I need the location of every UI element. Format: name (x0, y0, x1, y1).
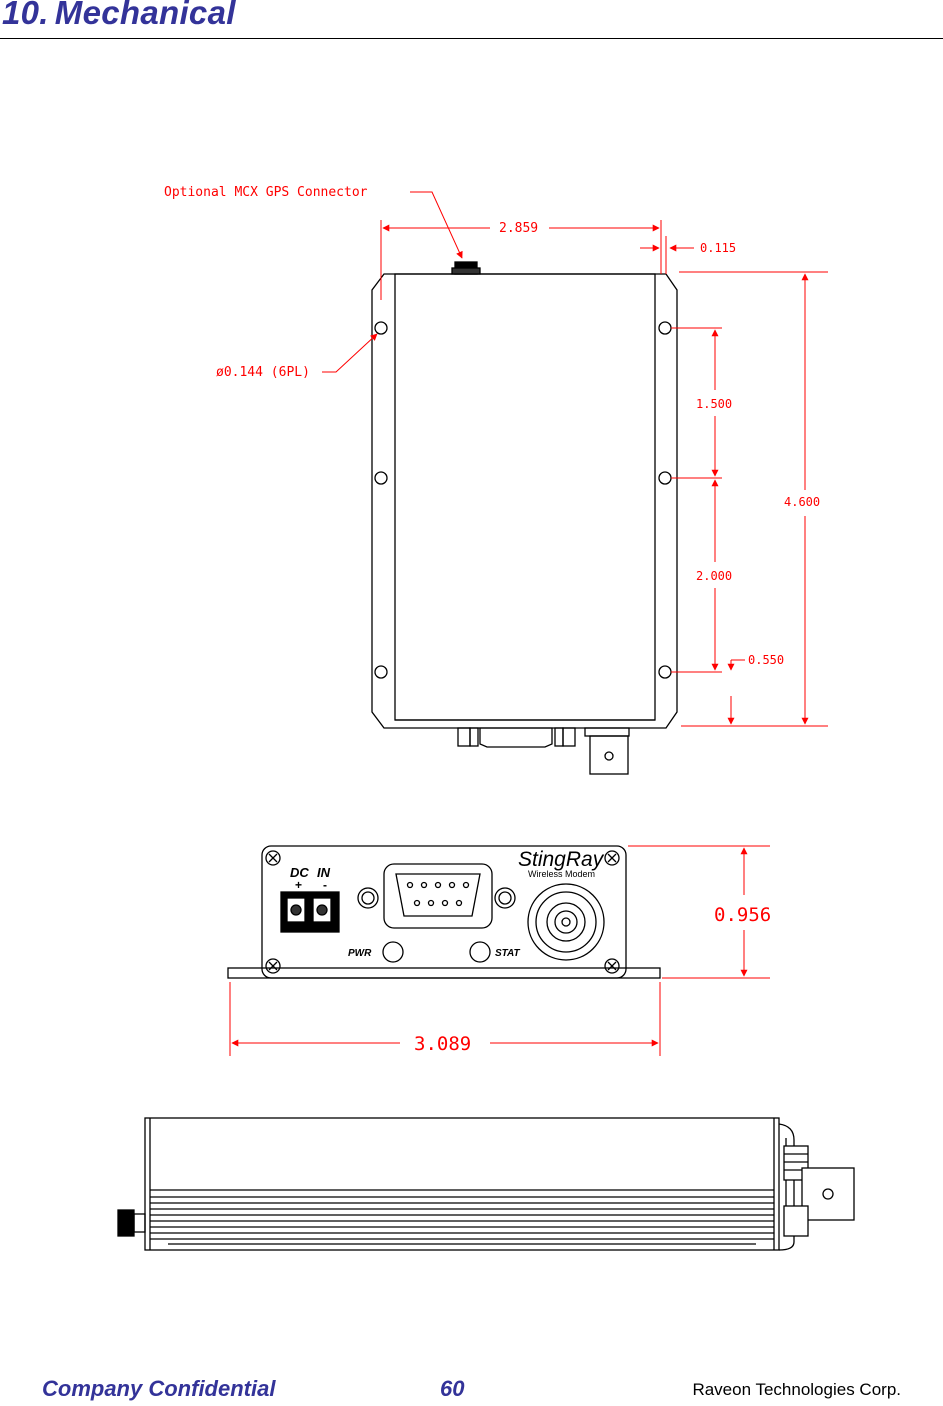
gps-connector-label: Optional MCX GPS Connector (164, 185, 368, 200)
front-view-dimensions (229, 845, 770, 1056)
brand-subtitle: Wireless Modem (528, 869, 595, 879)
page-number: 60 (440, 1376, 465, 1401)
pwr-label: PWR (348, 948, 372, 959)
dim-0-115: 0.115 (700, 241, 736, 255)
section-title: Mechanical (54, 0, 236, 31)
dim-0-550: 0.550 (748, 653, 784, 667)
side-view (117, 1117, 855, 1251)
top-view-dim-labels: Optional MCX GPS Connector 2.859 0.115 ø… (164, 185, 820, 667)
top-view-dimensions (322, 191, 828, 727)
mechanical-drawing: Optional MCX GPS Connector 2.859 0.115 ø… (117, 185, 855, 1251)
dim-0-956: 0.956 (714, 904, 771, 926)
in-label: IN (317, 865, 331, 880)
plus-label: + (295, 878, 302, 892)
dc-label: DC (290, 865, 309, 880)
front-view-dim-labels: 0.956 3.089 (414, 904, 771, 1055)
brand-name: StingRay (518, 848, 605, 871)
hole-dim-label: ø0.144 (6PL) (216, 365, 310, 380)
dim-2-000: 2.000 (696, 569, 732, 583)
company-name: Raveon Technologies Corp. (692, 1380, 901, 1399)
top-view (371, 261, 678, 775)
dim-1-500: 1.500 (696, 397, 732, 411)
page-footer: Company Confidential 60 Raveon Technolog… (0, 1376, 943, 1406)
section-heading: 10.Mechanical (2, 0, 236, 32)
dim-2-859: 2.859 (499, 221, 538, 236)
front-view-labels: DC IN + - StingRay Wireless Modem PWR ST… (290, 848, 605, 959)
confidential-label: Company Confidential (42, 1376, 276, 1401)
front-view (227, 845, 661, 979)
section-number: 10. (2, 0, 49, 31)
minus-label: - (323, 878, 327, 892)
dim-4-600: 4.600 (784, 495, 820, 509)
dim-3-089: 3.089 (414, 1033, 471, 1055)
corner-screw-icon (265, 850, 620, 974)
heading-rule (0, 38, 943, 39)
stat-label: STAT (495, 948, 521, 959)
